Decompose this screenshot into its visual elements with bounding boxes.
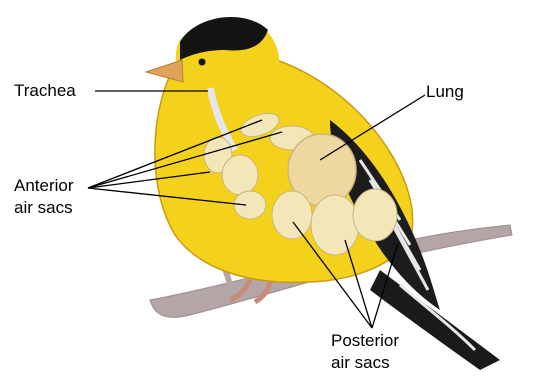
anterior-air-sac — [222, 155, 258, 195]
posterior-air-sac — [353, 189, 397, 241]
anterior-air-sac — [234, 191, 266, 219]
posterior-label-line1: Posterior — [331, 331, 399, 351]
eye — [199, 59, 206, 66]
trachea-label: Trachea — [14, 81, 76, 101]
anterior-label-line1: Anterior — [14, 176, 74, 196]
anterior-label-line2: air sacs — [14, 198, 73, 218]
posterior-air-sac — [311, 195, 359, 255]
posterior-air-sac — [272, 191, 312, 239]
lung-label: Lung — [426, 82, 464, 102]
beak — [146, 60, 183, 82]
posterior-label-line2: air sacs — [331, 353, 390, 373]
